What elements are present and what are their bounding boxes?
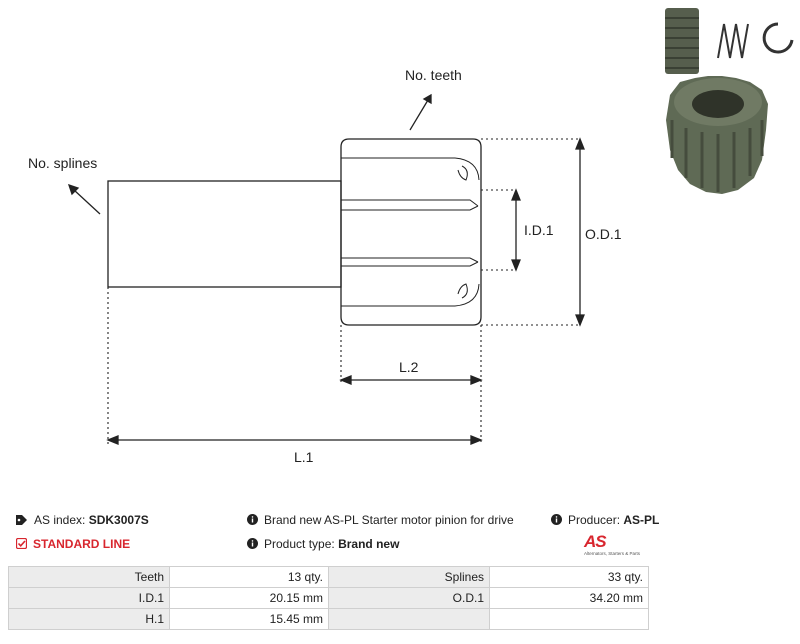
drawing-shaft <box>107 180 342 288</box>
product-type-label: Product type: <box>264 537 335 551</box>
brand-tagline: Alternators, Starters & Parts <box>584 551 641 556</box>
as-index: AS index: SDK3007S <box>16 512 149 529</box>
spec-label: Teeth <box>8 566 170 588</box>
spec-value <box>489 608 649 630</box>
producer: Producer: AS-PL <box>551 512 659 529</box>
producer-label: Producer: <box>568 513 621 527</box>
product-type-value: Brand new <box>338 537 400 551</box>
tag-icon <box>16 513 28 529</box>
photo-spring <box>717 23 749 59</box>
label-l1: L.1 <box>294 449 314 465</box>
label-od1: O.D.1 <box>585 226 622 242</box>
spec-label: I.D.1 <box>8 587 170 609</box>
info-circle-icon <box>551 513 562 529</box>
brand-logo-text: AS <box>584 532 607 551</box>
spec-value: 13 qty. <box>169 566 329 588</box>
description: Brand new AS-PL Starter motor pinion for… <box>247 512 514 529</box>
specs-table: Teeth 13 qty. Splines 33 qty. I.D.1 20.1… <box>8 566 649 630</box>
drawing-pinion-body <box>340 138 482 326</box>
table-row: I.D.1 20.15 mm O.D.1 34.20 mm <box>8 587 649 609</box>
spec-value: 34.20 mm <box>489 587 649 609</box>
standard-line-text: STANDARD LINE <box>33 537 131 551</box>
no-teeth-arrow <box>409 99 429 131</box>
spec-label: Splines <box>328 566 490 588</box>
check-square-icon <box>15 537 28 553</box>
info-circle-icon <box>247 537 258 553</box>
producer-value: AS-PL <box>623 513 660 527</box>
photo-pinion-side <box>665 8 699 74</box>
technical-drawing: No. teeth No. splines I.D.1 O.D.1 L.2 L.… <box>28 67 622 465</box>
table-row: Teeth 13 qty. Splines 33 qty. <box>8 566 649 588</box>
label-l2: L.2 <box>399 359 419 375</box>
as-index-value: SDK3007S <box>88 513 149 527</box>
spec-value: 33 qty. <box>489 566 649 588</box>
photo-circlip <box>762 22 794 54</box>
label-no-teeth: No. teeth <box>405 67 462 83</box>
label-no-splines: No. splines <box>28 155 97 171</box>
drawing-teeth-lines <box>341 157 480 307</box>
info-circle-icon <box>247 513 258 529</box>
no-splines-arrow <box>73 189 101 215</box>
product-type: Product type: Brand new <box>247 536 399 553</box>
product-photos <box>665 8 794 194</box>
spec-label <box>328 608 490 630</box>
spec-value: 15.45 mm <box>169 608 329 630</box>
spec-value: 20.15 mm <box>169 587 329 609</box>
spec-label: H.1 <box>8 608 170 630</box>
spec-label: O.D.1 <box>328 587 490 609</box>
brand-logo: AS Alternators, Starters & Parts <box>584 532 648 560</box>
description-text: Brand new AS-PL Starter motor pinion for… <box>264 513 514 527</box>
label-id1: I.D.1 <box>524 222 554 238</box>
table-row: H.1 15.45 mm <box>8 608 649 630</box>
as-index-label: AS index: <box>34 513 86 527</box>
photo-pinion-gear <box>666 76 768 194</box>
standard-line: STANDARD LINE <box>15 536 131 553</box>
